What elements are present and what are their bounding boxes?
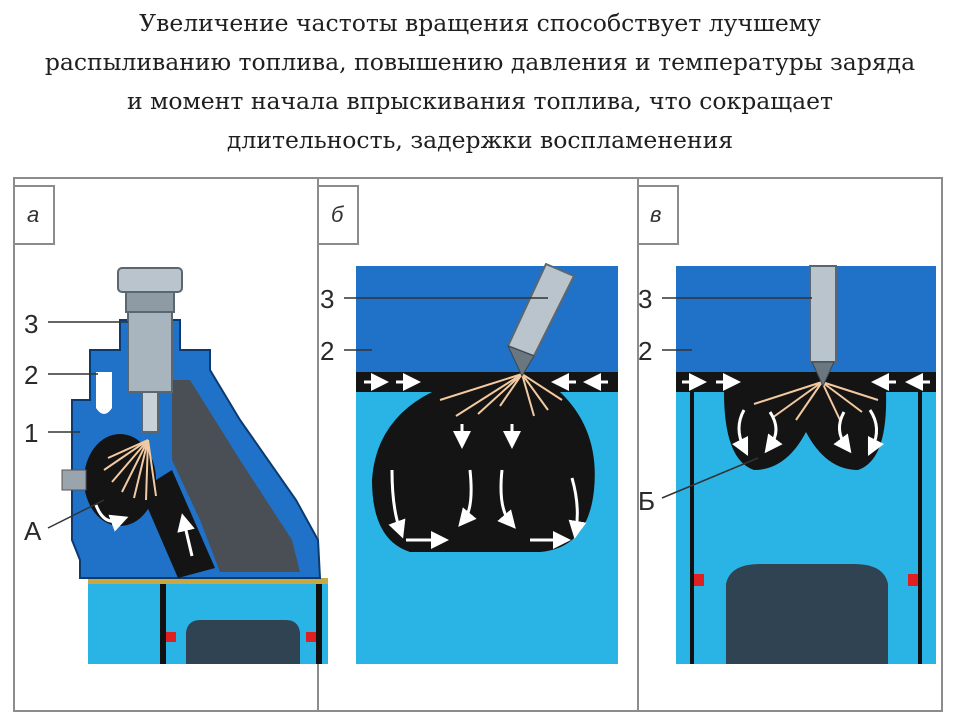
panel-v: в 3 — [637, 185, 936, 664]
panel-a-callout-2: 2 — [24, 360, 38, 390]
panel-b-fuel-spray — [439, 373, 563, 417]
panel-v-wall-l — [690, 392, 694, 664]
panel-a-piston — [186, 620, 300, 664]
panel-v-label: в — [650, 202, 661, 227]
caption-line-2: распыливанию топлива, повышению давления… — [44, 48, 916, 76]
panel-b-piston-chamber — [372, 392, 595, 552]
panel-v-callout-2: 2 — [638, 336, 652, 366]
panel-a-ring-marker-r — [306, 632, 316, 642]
panel-a-swirl-chamber — [84, 434, 156, 526]
panel-b-injector-tip — [507, 345, 535, 378]
panel-a-injector-collar — [125, 291, 175, 313]
panel-a-callout-a: А — [24, 516, 42, 546]
panel-v-fuel-spray — [753, 381, 879, 421]
panel-v-label-box — [637, 185, 679, 245]
panel-a-label-box — [13, 185, 55, 245]
panel-b-gap — [356, 372, 618, 392]
panel-b-swirl-arrows — [388, 424, 587, 549]
panel-b: б — [317, 185, 618, 664]
panel-a-cylinder-wall-l — [160, 584, 166, 664]
panel-v-injector — [809, 265, 837, 363]
panel-a-label: а — [27, 202, 39, 227]
panel-v-gap — [676, 372, 936, 392]
panel-a-callout-3: 3 — [24, 309, 38, 339]
panel-v-leader-b — [661, 457, 759, 499]
panel-a-callout-1: 1 — [24, 418, 38, 448]
panel-v-ring-marker-r — [908, 574, 918, 586]
caption-line-3: и момент начала впрыскивания топлива, чт… — [126, 87, 834, 115]
caption: Увеличение частоты вращения способствует… — [0, 4, 960, 160]
panel-v-callout-3: 3 — [638, 284, 652, 314]
panel-a-gasket — [88, 578, 328, 584]
panel-b-callout-3: 3 — [320, 284, 334, 314]
panel-v-injector-tip — [811, 361, 835, 388]
panel-v-ring-marker-l — [694, 574, 704, 586]
panel-v-callout-b: Б — [638, 486, 655, 516]
panel-a-cylinder-wall-r — [316, 584, 322, 664]
panel-b-label: б — [331, 202, 345, 227]
panel-v-cylinder-head — [676, 266, 936, 372]
caption-line-4: длительность, задержки воспламенения — [226, 126, 734, 154]
panel-v-wall-r — [918, 392, 922, 664]
panel-b-callout-2: 2 — [320, 336, 334, 366]
panel-a-head-cavity — [172, 380, 300, 572]
panel-a-flow-arrow — [177, 513, 195, 557]
panel-a: а — [13, 185, 328, 664]
panel-v-piston — [726, 564, 888, 664]
panel-a-injector-cap — [117, 267, 183, 293]
panel-a-fuel-spray — [103, 439, 157, 501]
panel-b-label-box — [317, 185, 359, 245]
panel-a-injector-body — [127, 311, 173, 393]
panel-b-cylinder-head — [356, 266, 618, 372]
panel-v-swirl-arrows — [731, 409, 885, 457]
panel-a-swirl-arrow — [94, 504, 129, 532]
panel-a-glow-plug — [61, 469, 87, 491]
caption-line-1: Увеличение частоты вращения способствует… — [139, 9, 821, 37]
panel-a-injector-nozzle — [141, 391, 159, 433]
panel-a-ring-marker-l — [166, 632, 176, 642]
panel-a-coolant-slot — [96, 372, 112, 414]
panel-a-leader-a — [47, 499, 105, 529]
